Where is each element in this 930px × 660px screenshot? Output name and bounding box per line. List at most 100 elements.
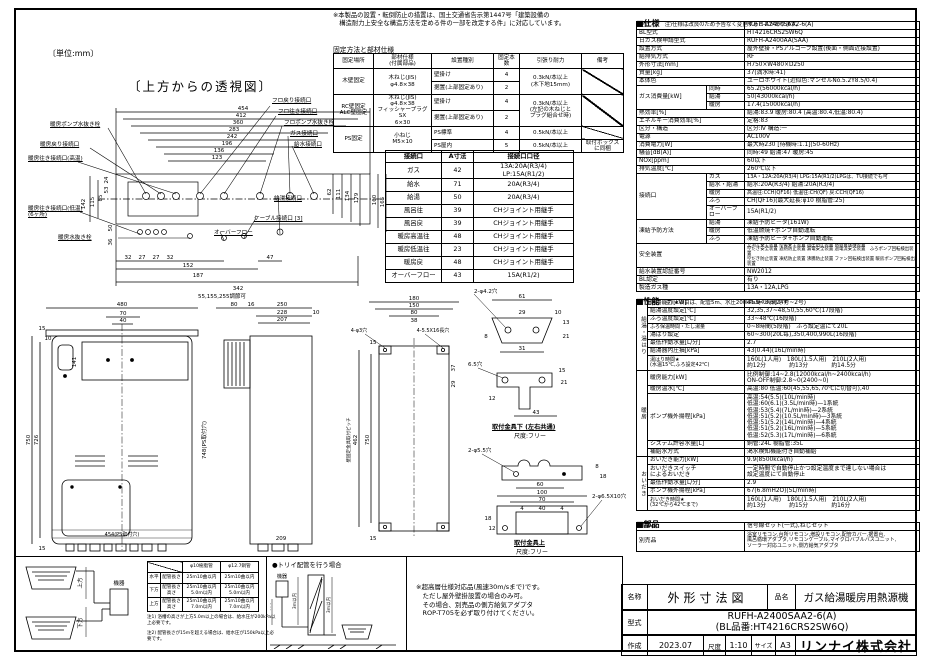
port-size: CHジョイント用継手 (473, 256, 574, 270)
spec-value: 給水:20A(R3/4) 給湯:20A(R3/4) (744, 181, 921, 190)
dim: 15 (370, 536, 377, 542)
parts-label: 付属品 (636, 522, 745, 531)
callout-heating-return: 暖房戻り接続口 (40, 142, 80, 148)
spec-label: 質量[kg] (635, 69, 746, 78)
spec-sublabel: 給湯 (705, 93, 746, 102)
row-val: 25m10曲以内 (182, 572, 221, 584)
callout-bath-pump-drain: フロポンプ水抜き栓 (284, 120, 335, 126)
spec-sublabel: 給水・給湯 (705, 181, 746, 190)
spec-label: 給水装置認証番号 (635, 267, 746, 277)
cell-count: 2 (493, 109, 520, 127)
perf-label: ふろ保温時間・たし湯量 (647, 323, 745, 332)
dim: 160 (372, 194, 378, 205)
cell-part: 木ねじ(JIS) φ4.8×38 フィッシャープラグSX 6×30 (373, 94, 432, 127)
spec-label: 騒音[dB(A)] (635, 149, 746, 158)
dim: 15 (559, 368, 566, 374)
spec-label: 型式 (635, 21, 746, 30)
port-size: 20A(R3/4) (473, 178, 574, 192)
dim: 50 (108, 224, 114, 231)
top-view-drawing: 454 412 360 283 242 196 136 123 142 115 … (28, 96, 400, 294)
callout-heating-pump-drain: 暖房ポンプ水抜き栓 (50, 122, 101, 128)
spec-value: 有り (744, 275, 921, 285)
port-name: オーバーフロー (385, 269, 442, 283)
row-item: 配管長さ (160, 572, 183, 584)
port-a: 23 (441, 243, 474, 257)
perf-value: 160L(1人用) 180L(1.5人用) 210L(2人用) 約13分 約15… (744, 495, 920, 511)
perf-value: 銅管:24L 樹脂管:35L (744, 440, 920, 449)
spec-label: NOx[ppm] (635, 157, 746, 166)
parts-value: 浴室リモコン,台所リモコン,増設リモコン,配管カバー,据置台, 風呂循環アダプタ… (744, 530, 920, 552)
spec-value: 37(満水時:41) (744, 69, 921, 78)
piping-note-1: 注1) 浴槽の高さが上方5.0m以上の場合は、給水圧が200kPa以上必要です。 (147, 615, 276, 626)
col-header: 接続口 (385, 150, 442, 163)
spec-value: 立消え安全装置 停電安全装置 過圧防止装置 誘導雷保護装置 空だき安全装置 過熱… (744, 242, 921, 269)
cell-type: 据置(上部固定あり) (431, 109, 494, 127)
perf-value: 9.9(8500kcal/h) (744, 456, 920, 465)
spec-label: 本体色 (635, 77, 746, 86)
bracket-details-drawing: 61 29 10 13 21 8 31 2-φ4.2穴 6.5穴 15 21 1… (462, 287, 630, 556)
bath-piping-diagram: 上方 下方 機器 (25, 566, 129, 640)
dim: 750 (365, 434, 371, 445)
diagonal-cell (147, 561, 183, 573)
bath-piping-labels: 上方 下方 機器 (76, 577, 125, 629)
spec-label: BL認定 (635, 275, 746, 285)
dim: 18 (485, 516, 492, 522)
spec-value: 区分:Ⅳ 構造:一 (744, 125, 921, 134)
row-val: 25m10曲以内 5.0m以内 (220, 583, 259, 598)
spec-label: 接続口 (636, 173, 707, 220)
title-block-row-3: 作成 2023.07 尺度 1:10 サイズ A3 リンナイ株式会社 (621, 635, 917, 656)
perf-label: おいだきスイッチ によるおいだき (647, 464, 745, 480)
dim: 53 (104, 186, 110, 193)
perf-label: ふろ温度設定[℃] (647, 315, 745, 324)
dim: 3m以内 (325, 596, 332, 613)
perf-label: 給湯能力[kW] (647, 299, 745, 308)
dim: 21 (561, 380, 568, 386)
dim: 12 (489, 396, 496, 402)
spec-value: RUFH-A2400AA(SAA) (744, 37, 921, 46)
diagonal-cell (581, 68, 624, 95)
dim: 32 (125, 255, 132, 261)
spec-value: ユーロホワイト(近似色:マンセルNo.5.2Y8.5/0.4) (744, 77, 921, 86)
spec-value: 最大時230 [待機時:1.1](50-60Hz) (744, 141, 921, 150)
dim: 29 (519, 310, 526, 316)
dim: 152 (183, 263, 194, 269)
callout-heating-supply-high: 暖房往き接続口(高温) (28, 156, 83, 162)
port-size: CHジョイント用継手 (473, 217, 574, 231)
top-view-title: 〔上方からの透視図〕 (128, 79, 274, 94)
cell-type: 壁掛け (431, 68, 494, 82)
perf-label: 暖房能力[kW] (647, 370, 745, 386)
scale-label: 尺度 (703, 635, 726, 656)
spec-value: RF (744, 53, 921, 62)
callout-overflow: オーバーフロー (214, 230, 253, 236)
spec-value: CH(QF16)(最大延長:φ10 樹脂管:25) (744, 197, 921, 206)
dim: 180 (409, 296, 420, 302)
perf-label: 最低作動水量[L/分] (647, 339, 745, 348)
product-label: 品名 (767, 584, 796, 610)
port-size: 13A:20A(R3/4) LP:15A(R1/2) (473, 162, 574, 179)
dim: 32 (167, 255, 174, 261)
dim: 16 (248, 302, 255, 308)
perf-value: 高温:54(5.5)(10L/min時) 低温:60(6.1)(3.5L/min… (744, 393, 920, 441)
perf-value: 高温:80 低温:60(45,55,65,70℃に切替可),40 (744, 385, 920, 394)
dim: 27 (153, 255, 160, 261)
spec-label: 製造ガス種 (635, 283, 746, 293)
spec-value: 定格:83 (744, 117, 921, 126)
dim: 134 (345, 190, 351, 201)
name-label: 名称 (621, 584, 648, 610)
cell-place: 木壁固定 (333, 68, 374, 95)
top-view-geometry: 454 412 360 283 242 196 136 123 142 115 … (77, 105, 387, 292)
dim: 18 (600, 474, 607, 480)
dim: 80 (411, 310, 418, 316)
group-label-reheating: おいだき (636, 456, 648, 511)
dim: 85 (98, 194, 104, 201)
perf-value: 0~8時間(5段階) ふろ設定温にて20L (744, 323, 920, 332)
pitch-label: 壁固定金具取付ピッチ (345, 417, 352, 462)
cell-strength: 0.5kN/本以上 (519, 125, 582, 140)
date-value: 2023.07 (647, 635, 704, 656)
row-dir: 下方 (147, 583, 161, 598)
cell-count: 4 (493, 94, 520, 111)
spec-value: 260℃以下 (744, 165, 921, 174)
dim: 111 (336, 189, 342, 200)
spec-label: 区分・構造 (635, 125, 746, 134)
